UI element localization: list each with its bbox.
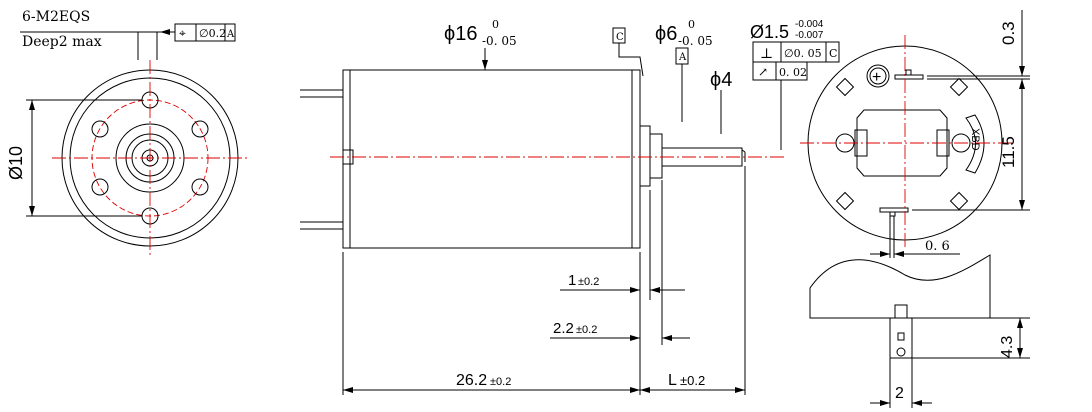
datum-c: C xyxy=(616,32,624,43)
svg-text:-0. 05: -0. 05 xyxy=(678,34,713,48)
shaft-diameter-label: Ø1.5 xyxy=(750,22,789,42)
dim-1-label: 1 xyxy=(568,272,576,289)
svg-text:∅0.2: ∅0.2 xyxy=(199,27,226,40)
height-4-3-label: 4.3 xyxy=(999,336,1016,358)
svg-text:↗: ↗ xyxy=(758,65,768,79)
brand-mark: XBD xyxy=(969,128,981,151)
svg-text:-0.007: -0.007 xyxy=(795,30,824,41)
svg-text:±0.2: ±0.2 xyxy=(680,373,705,388)
boss-diameter-label: ϕ6 xyxy=(655,23,677,45)
width-2-label: 2 xyxy=(895,385,904,402)
offset-0-3-label: 0.3 xyxy=(999,21,1018,45)
body-diameter-label: ϕ16 xyxy=(444,23,477,45)
svg-text:0: 0 xyxy=(492,18,499,31)
svg-text:±0.2: ±0.2 xyxy=(578,276,599,288)
position-tolerance-frame: ⌖ ∅0.2 A xyxy=(174,23,236,42)
thread-note: 6-M2EQS xyxy=(22,9,90,25)
side-view: ϕ16 0 -0. 05 C ϕ6 0 -0. 05 A ϕ4 Ø1.5 -0.… xyxy=(300,18,840,395)
svg-text:±0.2: ±0.2 xyxy=(576,324,597,336)
depth-note: Deep2 max xyxy=(22,34,102,50)
shaft-step-diameter-label: ϕ4 xyxy=(710,69,732,91)
datum-a: A xyxy=(678,52,687,63)
rear-view: + XBD 0.3 11.5 0. 6 xyxy=(800,10,1030,258)
svg-text:⊥: ⊥ xyxy=(760,46,773,62)
position-symbol: ⌖ xyxy=(179,26,186,40)
svg-text:0. 02: 0. 02 xyxy=(779,66,807,79)
svg-text:-0.004: -0.004 xyxy=(795,19,824,30)
svg-text:-0. 05: -0. 05 xyxy=(482,34,517,48)
shaft-length-label: L xyxy=(668,372,677,389)
svg-text:∅0. 05: ∅0. 05 xyxy=(784,47,822,60)
spacing-11-5-label: 11.5 xyxy=(999,136,1018,168)
diameter-10-label: Ø10 xyxy=(6,146,26,180)
perpendicularity-frame: ⊥ ∅0. 05 C xyxy=(752,41,840,63)
svg-text:0: 0 xyxy=(688,18,695,31)
dim-2-2-label: 2.2 xyxy=(553,320,574,337)
svg-text:±0.2: ±0.2 xyxy=(490,376,511,388)
thickness-0-6-label: 0. 6 xyxy=(925,239,950,254)
front-view: 6-M2EQS Deep2 max ⌖ ∅0.2 A Ø10 xyxy=(6,9,248,256)
length-26-2-label: 26.2 xyxy=(456,372,487,389)
svg-text:A: A xyxy=(226,29,235,40)
runout-frame: ↗ 0. 02 xyxy=(752,61,808,81)
plus-mark: + xyxy=(872,69,881,86)
terminal-detail: 4.3 2 xyxy=(809,254,1030,408)
svg-text:C: C xyxy=(829,47,837,60)
